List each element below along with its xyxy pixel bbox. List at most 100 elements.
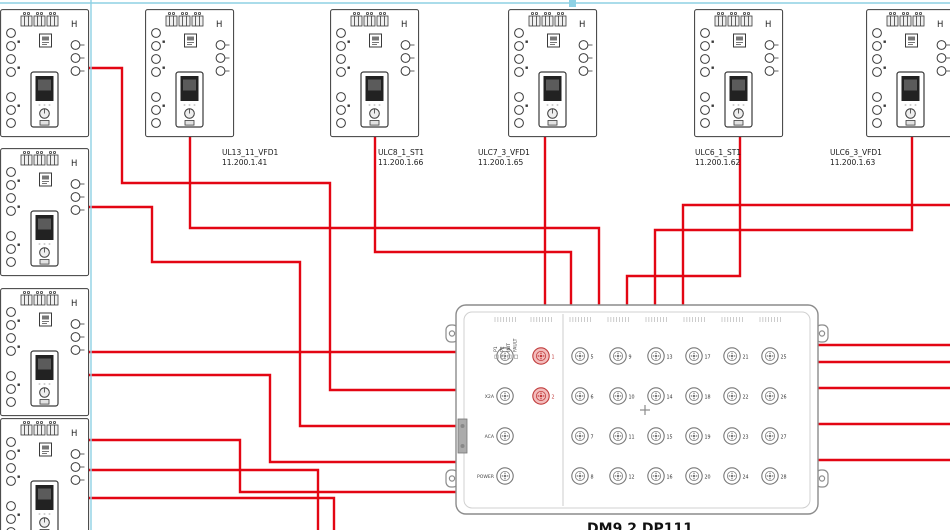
junction-box-inner-outline (463, 311, 811, 509)
center-cross-icon (640, 405, 650, 415)
port-number: 6 (591, 394, 594, 400)
network-wire[interactable] (89, 373, 457, 464)
port-number-highlighted: 2 (552, 394, 555, 400)
m12-port (496, 427, 514, 445)
m12-port (723, 427, 741, 445)
port-number: 27 (781, 434, 787, 440)
m12-port (685, 387, 703, 405)
m12-port (723, 347, 741, 365)
device-name-label: UL13_11_VFD1 (222, 148, 278, 157)
led-indicator (494, 354, 499, 359)
m12-port (685, 347, 703, 365)
m12-port-highlighted (532, 347, 550, 365)
m12-port (609, 467, 627, 485)
m12-port (761, 387, 779, 405)
m12-port (761, 467, 779, 485)
m12-port (496, 347, 514, 365)
junction-box[interactable]: 5678910111213141516171819202122232425262… (445, 304, 829, 530)
lug-screw (460, 424, 465, 428)
device-symbol[interactable] (0, 418, 90, 530)
device-name-label: ULC6_3_VFD1 (830, 148, 882, 157)
m12-port (496, 387, 514, 405)
port-number: 26 (781, 394, 787, 400)
ground-lug (457, 418, 468, 454)
junction-box-ports: 5678910111213141516171819202122232425262… (477, 338, 787, 485)
m12-port (685, 467, 703, 485)
port-number: 14 (667, 394, 673, 400)
network-wire[interactable] (89, 66, 457, 392)
m12-port (647, 387, 665, 405)
m12-port (571, 387, 589, 405)
device-symbol[interactable] (0, 148, 90, 277)
led-indicator (507, 354, 512, 359)
led-indicator (513, 354, 518, 359)
port-number: 11 (629, 434, 635, 440)
m12-port (761, 347, 779, 365)
m12-port (571, 427, 589, 445)
device-symbol[interactable] (145, 9, 235, 138)
port-number: 15 (667, 434, 673, 440)
port-number: 5 (591, 354, 594, 360)
m12-port (571, 347, 589, 365)
lug-screw (460, 444, 465, 448)
device-symbol[interactable] (330, 9, 420, 138)
junction-box-terminal-ticks (494, 317, 781, 322)
device-symbol[interactable] (693, 9, 784, 138)
led-label: P1 (493, 346, 499, 352)
m12-port (609, 387, 627, 405)
port-number: 17 (705, 354, 711, 360)
m12-port (647, 347, 665, 365)
port-number: 10 (629, 394, 635, 400)
network-wire[interactable] (89, 496, 336, 530)
device-symbol[interactable] (0, 288, 90, 417)
device-ip-label: 11.200.1.66 (378, 158, 424, 167)
port-number: 25 (781, 354, 787, 360)
network-wire[interactable] (373, 137, 573, 306)
device-ip-label: 11.200.1.41 (222, 158, 268, 167)
led-label: FAULT (513, 338, 519, 352)
port-number: 12 (629, 474, 635, 480)
m12-port (723, 467, 741, 485)
device-symbol[interactable] (865, 9, 950, 138)
port-number: 23 (743, 434, 749, 440)
port-label: ACA (485, 434, 495, 440)
m12-port (571, 467, 589, 485)
network-wire[interactable] (681, 203, 950, 306)
m12-port (685, 427, 703, 445)
m12-port (647, 427, 665, 445)
device-name-label: ULC8_1_ST1 (378, 148, 424, 157)
port-label: X2A (485, 394, 495, 400)
port-number: 19 (705, 434, 711, 440)
m12-port (647, 467, 665, 485)
device-ip-label: 11.200.1.62 (695, 158, 741, 167)
network-wire[interactable] (89, 468, 320, 530)
port-number: 22 (743, 394, 749, 400)
device-ip-label: 11.200.1.65 (478, 158, 524, 167)
device-name-label: ULC6_1_ST1 (695, 148, 741, 157)
device-symbol[interactable] (0, 9, 90, 138)
m12-port (723, 387, 741, 405)
m12-port (496, 467, 514, 485)
junction-box-label: DM9 2 DP111 (587, 521, 693, 530)
wires-layer (89, 66, 950, 530)
port-number: 28 (781, 474, 787, 480)
device-symbol[interactable] (508, 9, 598, 138)
port-number: 24 (743, 474, 749, 480)
labels-layer: UL13_11_VFD111.200.1.41ULC8_1_ST111.200.… (222, 148, 882, 167)
port-number: 18 (705, 394, 711, 400)
selection-handle[interactable] (569, 0, 576, 7)
port-number: 9 (629, 354, 632, 360)
led-indicator (500, 354, 505, 359)
network-wire[interactable] (89, 438, 457, 494)
network-wire[interactable] (89, 205, 457, 428)
m12-port (609, 347, 627, 365)
port-label: POWER (477, 474, 495, 480)
port-number: 16 (667, 474, 673, 480)
port-number: 8 (591, 474, 594, 480)
m12-port-highlighted (532, 387, 550, 405)
device-ip-label: 11.200.1.63 (830, 158, 876, 167)
network-wire[interactable] (653, 137, 914, 306)
